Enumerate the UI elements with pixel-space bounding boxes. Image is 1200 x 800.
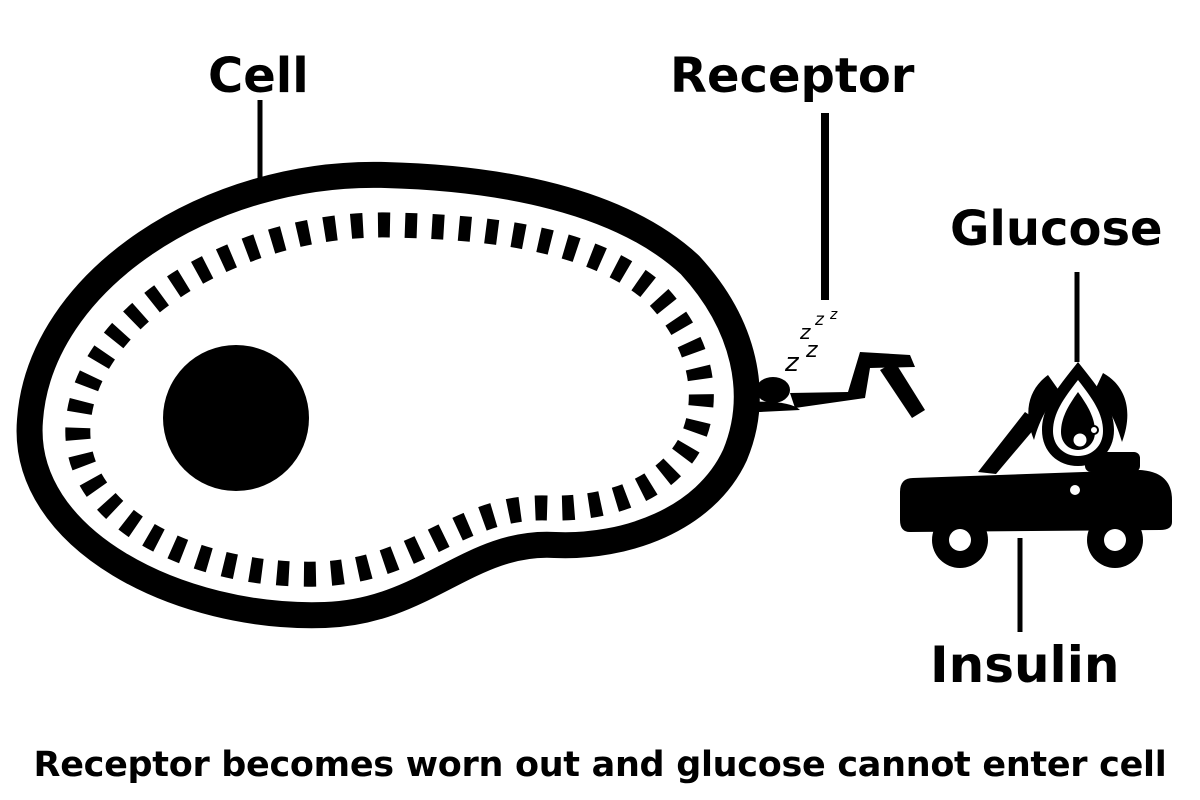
car-icon: [900, 412, 1172, 568]
sleep-mark-2: z: [806, 338, 818, 363]
sleep-mark-3: z: [800, 320, 811, 344]
car-windshield: [978, 412, 1040, 474]
sleeper-pillow: [745, 401, 800, 412]
sleeper-body: [790, 352, 915, 408]
glucose-left-leaf: [1028, 375, 1060, 440]
sleep-mark-4: z: [815, 310, 824, 330]
receptor-label: Receptor: [670, 48, 915, 104]
insulin-label: Insulin: [930, 636, 1120, 694]
cell-label: Cell: [208, 48, 309, 104]
glucose-bubble-small: [1089, 425, 1099, 435]
car-door-handle: [1070, 485, 1080, 495]
sleeper-head: [756, 377, 790, 403]
sleep-mark-5: z: [830, 307, 838, 323]
sleep-mark-1: z: [785, 348, 799, 378]
glucose-right-leaf: [1095, 373, 1128, 442]
glucose-label: Glucose: [950, 201, 1163, 257]
sleeping-person-icon: [745, 352, 925, 418]
sleeper-lower-leg: [880, 362, 925, 418]
cell-icon: [16, 161, 760, 629]
nucleus-icon: [163, 345, 309, 491]
glucose-bubble-large: [1070, 430, 1090, 450]
diagram-caption: Receptor becomes worn out and glucose ca…: [33, 745, 1167, 785]
cell-membrane-outer: [16, 161, 760, 629]
glucose-drop-icon: [1028, 362, 1128, 466]
